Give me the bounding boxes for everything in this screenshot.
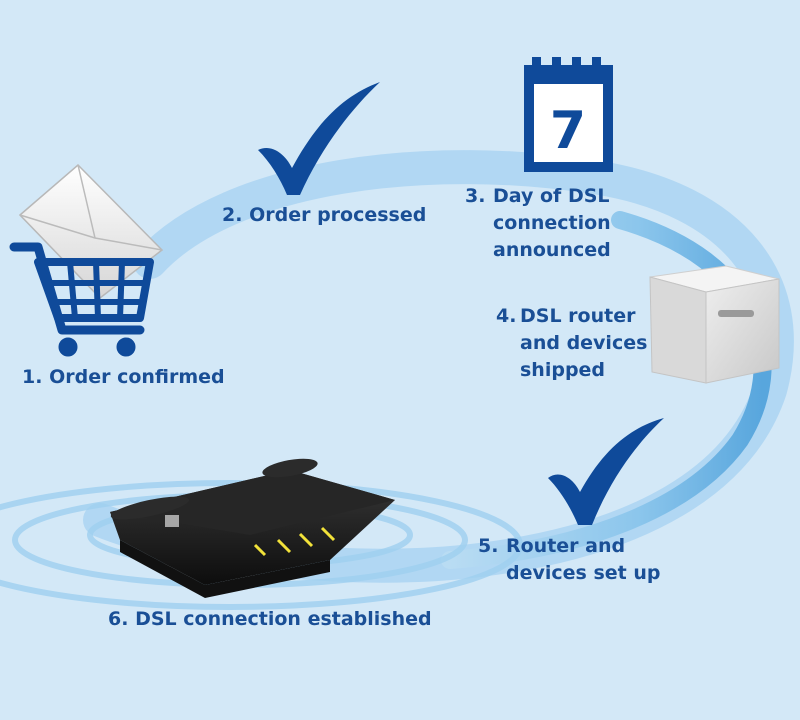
step-number: 5.	[478, 535, 499, 557]
box-icon	[649, 265, 780, 384]
step-number: 1.	[22, 366, 43, 388]
calendar-icon: 7	[524, 57, 613, 172]
step-4-label: 4.DSL router and devices shipped	[496, 303, 647, 384]
step-5-label: 5. Router and devices set up	[478, 533, 660, 587]
step-text: Router and devices set up	[506, 535, 661, 584]
step-number: 2.	[222, 204, 243, 226]
step-1-label: 1. Order confirmed	[22, 364, 225, 391]
step-6-label: 6. DSL connection established	[108, 606, 432, 633]
step-2-label: 2. Order processed	[222, 202, 426, 229]
router-icon	[110, 458, 395, 598]
checkmark-icon	[548, 418, 664, 525]
step-text: DSL router and devices shipped	[520, 305, 648, 381]
step-number: 3.	[465, 185, 486, 207]
step-text: Order confirmed	[49, 366, 225, 388]
shopping-cart-icon	[9, 242, 154, 357]
calendar-day: 7	[550, 101, 586, 161]
step-text: Order processed	[249, 204, 427, 226]
checkmark-icon	[258, 82, 380, 195]
step-3-label: 3. Day of DSL connection announced	[465, 183, 611, 264]
step-text: DSL connection established	[135, 608, 432, 630]
step-number: 6.	[108, 608, 129, 630]
step-text: Day of DSL connection announced	[493, 185, 611, 261]
step-number: 4.	[496, 305, 517, 327]
